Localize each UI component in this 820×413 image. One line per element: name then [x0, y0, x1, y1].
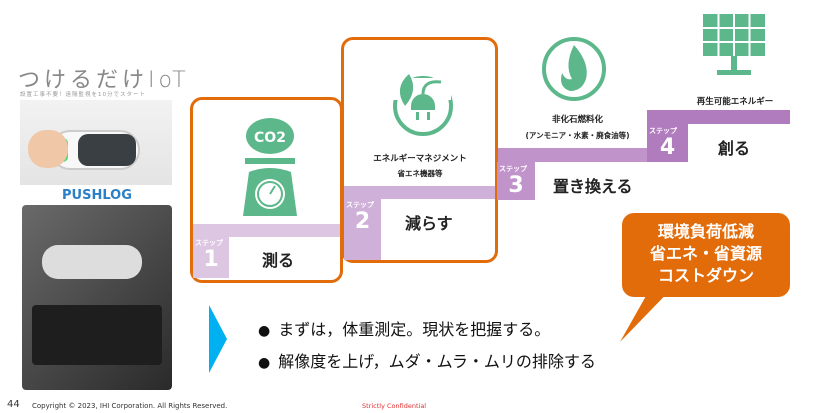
arrow-icon — [209, 305, 227, 373]
copyright: Copyright © 2023, IHI Corporation. All R… — [32, 402, 228, 410]
step-label: ステップ — [346, 201, 374, 209]
step-2-verb: 減らす — [405, 214, 453, 233]
step-number: 2 — [354, 209, 371, 234]
confidential-label: Strictly Confidential — [362, 402, 427, 410]
stair-band-3 — [497, 148, 649, 162]
installed-device-photo — [22, 205, 172, 390]
stair-band-1 — [190, 224, 344, 237]
stair-band-2 — [341, 186, 499, 199]
step-1-verb: 測る — [262, 251, 295, 270]
callout-line: 環境負荷低減 — [657, 222, 754, 241]
page-number: 44 — [7, 399, 20, 410]
flame-icon — [542, 37, 606, 101]
headline: つけるだけIoT — [18, 68, 190, 93]
step-number: 3 — [508, 173, 524, 198]
stair-band-4 — [647, 110, 790, 124]
callout-line: コストダウン — [657, 266, 754, 285]
step-label: ステップ — [195, 239, 223, 247]
device-photo — [20, 100, 172, 185]
solar-panel-icon — [703, 14, 765, 75]
step-4-verb: 創る — [718, 139, 751, 158]
callout-bubble: 環境負荷低減 省エネ・省資源 コストダウン — [622, 213, 790, 297]
step-2-caption: エネルギーマネジメント — [373, 154, 467, 164]
bullet-item: 解像度を上げ，ムダ・ムラ・ムリの排除する — [258, 348, 596, 372]
subtitle: 設置工事不要！遠隔監視を10分でスタート — [20, 92, 146, 98]
pushlog-logo: PUSHLOG — [62, 188, 132, 203]
co2-text: CO2 — [254, 130, 286, 146]
step-4-caption: 再生可能エネルギー — [696, 97, 774, 107]
step-number: 4 — [659, 135, 676, 160]
step-label: ステップ — [499, 165, 527, 173]
leaf-plug-icon — [391, 74, 453, 136]
callout-line: 省エネ・省資源 — [649, 244, 762, 263]
co2-scale-icon: CO2 — [243, 118, 297, 216]
step-3-subcaption: (アンモニア・水素・廃食油等) — [525, 131, 630, 140]
step-3-caption: 非化石燃料化 — [551, 115, 603, 125]
step-2-subcaption: 省エネ機器等 — [397, 169, 443, 178]
step-label: ステップ — [649, 127, 677, 135]
step-3-verb: 置き換える — [553, 177, 633, 196]
step-2-card — [341, 37, 498, 263]
bullet-item: まずは，体重測定。現状を把握する。 — [258, 316, 550, 340]
step-number: 1 — [203, 247, 219, 272]
